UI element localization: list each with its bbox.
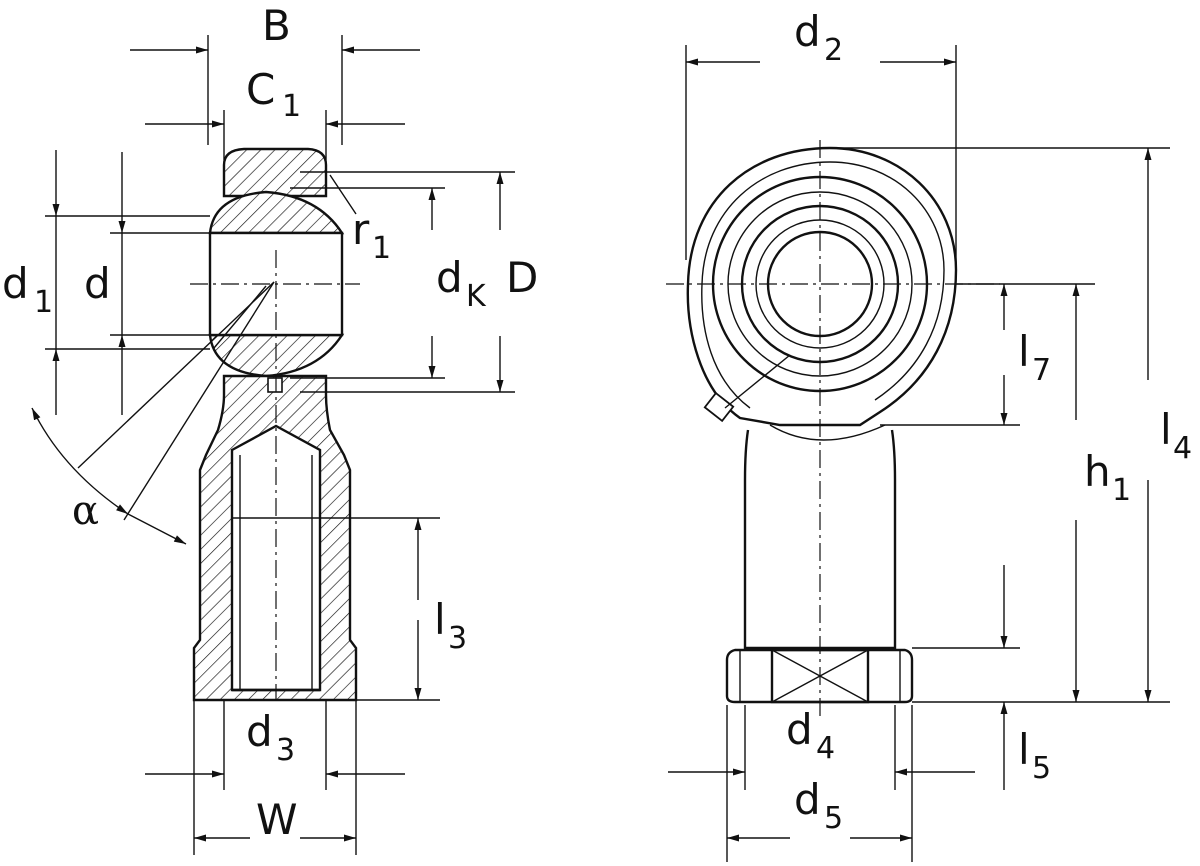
thread-cavity	[230, 424, 322, 692]
label-d2: d	[794, 7, 821, 56]
lube-hole	[267, 377, 283, 393]
label-W: W	[256, 795, 298, 844]
label-l3: l	[434, 595, 446, 644]
label-h1-sub: 1	[1112, 473, 1131, 508]
label-d3-sub: 3	[276, 733, 295, 768]
label-dK: d	[436, 253, 463, 302]
label-l4: l	[1160, 405, 1172, 454]
label-h1: h	[1084, 447, 1111, 496]
label-d: d	[84, 259, 111, 308]
outer-ring-top	[222, 147, 328, 198]
label-l7-sub: 7	[1032, 353, 1051, 388]
section-view	[31, 35, 515, 855]
label-B: B	[262, 1, 291, 50]
label-d3: d	[246, 707, 273, 756]
label-alpha: α	[72, 488, 99, 534]
lube-nipple	[703, 391, 735, 423]
label-C1: C	[246, 65, 275, 114]
inner-ring-upper	[208, 190, 345, 235]
front-view	[666, 45, 1170, 862]
label-r1: r	[352, 205, 370, 254]
label-l7: l	[1018, 327, 1030, 376]
label-l5: l	[1018, 725, 1030, 774]
dimension-labels: B C 1 d 1 d r 1 d K D α l 3 d 3 W d 2 l …	[2, 1, 1192, 844]
label-r1-sub: 1	[372, 231, 391, 266]
label-l5-sub: 5	[1032, 751, 1051, 786]
label-dK-sub: K	[466, 279, 487, 314]
label-C1-sub: 1	[282, 89, 301, 124]
label-l4-sub: 4	[1173, 431, 1192, 466]
label-d2-sub: 2	[824, 33, 843, 68]
label-d5-sub: 5	[824, 801, 843, 836]
label-d4: d	[786, 705, 813, 754]
label-d1-sub: 1	[34, 285, 53, 320]
label-D: D	[506, 253, 538, 302]
label-l3-sub: 3	[448, 621, 467, 656]
label-d1: d	[2, 259, 29, 308]
label-d4-sub: 4	[816, 731, 835, 766]
label-d5: d	[794, 775, 821, 824]
hex-section	[725, 648, 914, 704]
